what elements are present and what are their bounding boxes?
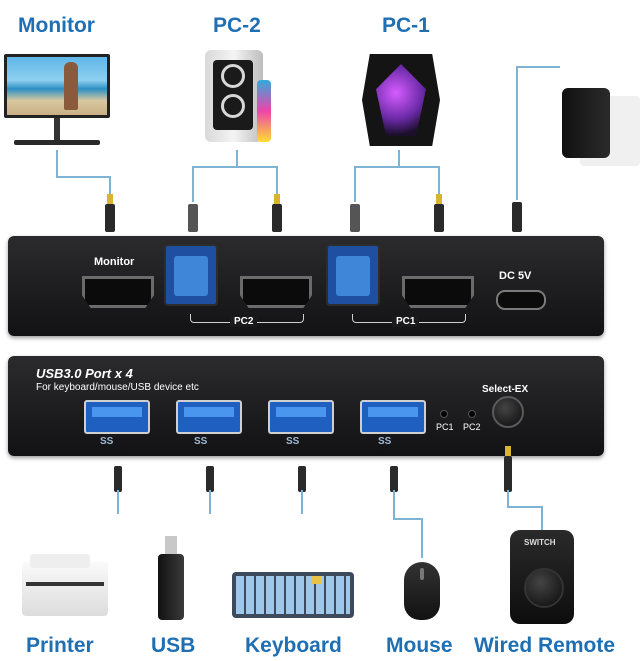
- usb-a-plug-usb: [206, 466, 214, 492]
- pc1-group-label: PC1: [392, 316, 420, 327]
- pc1-label: PC-1: [382, 14, 430, 37]
- monitor-cable: [56, 150, 58, 178]
- monitor-port-label: Monitor: [94, 256, 135, 268]
- pc1-led-label: PC1: [436, 422, 454, 432]
- pc2-tower-image: [205, 50, 273, 150]
- usb-port-title: USB3.0 Port x 4: [36, 366, 133, 381]
- keyboard-image: [232, 572, 356, 620]
- mouse-image: [404, 562, 442, 622]
- usb-b-plug-pc1: [350, 204, 360, 232]
- ss-mark-3: SS: [286, 436, 300, 447]
- kvm-front-panel: USB3.0 Port x 4 For keyboard/mouse/USB d…: [8, 356, 604, 456]
- ss-mark-1: SS: [100, 436, 114, 447]
- usb-a-plug-mouse: [390, 466, 398, 492]
- pc2-led: [468, 410, 476, 418]
- usb-a-port-1[interactable]: [84, 400, 150, 434]
- remote-switch-button[interactable]: [524, 568, 564, 608]
- pc2-label: PC-2: [213, 14, 261, 37]
- kvm-back-panel: Monitor DC 5V PC2 PC1: [8, 236, 604, 336]
- remote-switch-text: SWITCH: [524, 538, 556, 547]
- printer-image: [22, 554, 110, 620]
- usb-port-subtitle: For keyboard/mouse/USB device etc: [36, 382, 199, 393]
- dc-usb-c-port[interactable]: [496, 290, 546, 310]
- pc2-led-label: PC2: [463, 422, 481, 432]
- usb-drive-image: [158, 536, 184, 620]
- pc2-hdmi-port[interactable]: [240, 276, 312, 308]
- keyboard-label: Keyboard: [245, 634, 342, 657]
- monitor-label: Monitor: [18, 14, 95, 37]
- pc2-group-label: PC2: [230, 316, 258, 327]
- hdmi-plug-monitor: [105, 194, 115, 232]
- hdmi-plug-pc1: [434, 194, 444, 232]
- usb-a-plug-keyboard: [298, 466, 306, 492]
- pc2-cable: [236, 150, 238, 166]
- pc2-usb-b-port[interactable]: [164, 244, 218, 306]
- usb-a-port-3[interactable]: [268, 400, 334, 434]
- usb-label: USB: [151, 634, 196, 657]
- monitor-image: [4, 54, 110, 156]
- mouse-label: Mouse: [386, 634, 453, 657]
- select-button-label: Select-EX: [482, 384, 529, 395]
- power-cable: [516, 66, 518, 200]
- wired-remote-image: SWITCH: [510, 530, 576, 626]
- pc1-cable: [398, 150, 400, 166]
- usb-b-plug-pc2: [188, 204, 198, 232]
- power-adapter-image: [540, 66, 640, 176]
- usb-a-port-4[interactable]: [360, 400, 426, 434]
- ss-mark-4: SS: [378, 436, 392, 447]
- pc1-hdmi-port[interactable]: [402, 276, 474, 308]
- pc1-usb-b-port[interactable]: [326, 244, 380, 306]
- dc-5v-label: DC 5V: [499, 270, 532, 282]
- ss-mark-2: SS: [194, 436, 208, 447]
- audio-jack-plug-remote: [504, 446, 512, 492]
- hdmi-plug-pc2: [272, 194, 282, 232]
- pc1-led: [440, 410, 448, 418]
- pc1-tower-image: [362, 50, 442, 150]
- usb-a-port-2[interactable]: [176, 400, 242, 434]
- select-button[interactable]: [492, 396, 524, 428]
- monitor-hdmi-port[interactable]: [82, 276, 154, 308]
- wired-remote-label: Wired Remote: [474, 634, 616, 657]
- printer-label: Printer: [26, 634, 94, 657]
- usb-a-plug-printer: [114, 466, 122, 492]
- usb-c-plug-power: [512, 202, 522, 232]
